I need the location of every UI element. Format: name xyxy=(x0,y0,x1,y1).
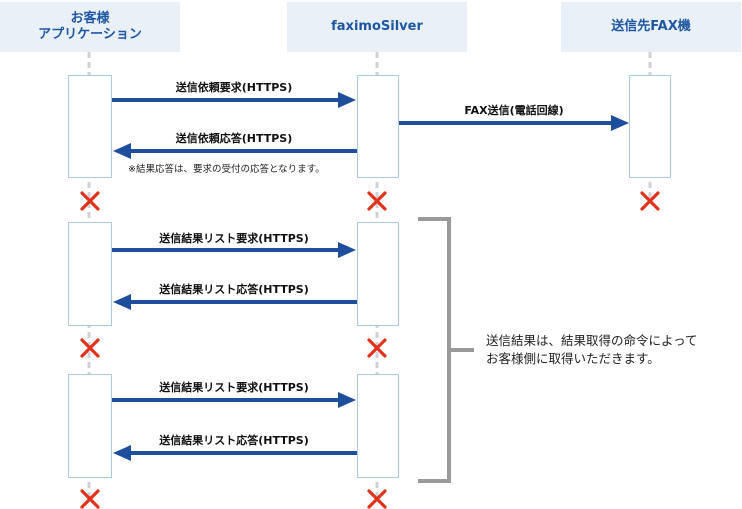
fax-actor-label: 送信先FAX機 xyxy=(611,19,691,34)
server-actor: faximoSilver xyxy=(287,2,467,52)
result-request-arrowhead-2 xyxy=(338,392,356,408)
server-actor-label: faximoSilver xyxy=(331,19,423,34)
fax-activation-1 xyxy=(629,75,671,178)
response-note: ※結果応答は、要求の受付の応答となります。 xyxy=(128,164,325,175)
client-terminate-icon-3 xyxy=(80,489,100,509)
result-response-label-1: 送信結果リスト応答(HTTPS) xyxy=(159,283,309,296)
fax-send-label: FAX送信(電話回線) xyxy=(464,104,564,117)
client-actor: お客様 アプリケーション xyxy=(0,2,180,52)
bracket-note-line1: 送信結果は、結果取得の命令によって xyxy=(486,333,698,348)
result-request-label-2: 送信結果リスト要求(HTTPS) xyxy=(159,381,309,394)
server-terminate-icon-1 xyxy=(367,191,387,211)
client-actor-line1: お客様 xyxy=(70,11,110,26)
bracket-note: 送信結果は、結果取得の命令によって お客様側に取得いただきます。 xyxy=(486,332,698,368)
server-terminate-icon-2 xyxy=(367,338,387,358)
server-activation-3 xyxy=(357,374,399,478)
client-activation-2 xyxy=(68,222,112,326)
result-response-arrowhead-2 xyxy=(113,445,131,461)
server-activation-2 xyxy=(357,222,399,326)
server-activation-1 xyxy=(357,75,399,178)
result-response-label-2: 送信結果リスト応答(HTTPS) xyxy=(159,434,309,447)
client-actor-line2: アプリケーション xyxy=(38,27,142,42)
client-activation-1 xyxy=(68,75,112,178)
result-request-arrowhead-1 xyxy=(338,242,356,258)
bracket-note-line2: お客様側に取得いただきます。 xyxy=(486,351,660,366)
result-request-label-1: 送信結果リスト要求(HTTPS) xyxy=(159,232,309,245)
fax-terminate-icon-1 xyxy=(640,191,660,211)
send-response-label: 送信依頼応答(HTTPS) xyxy=(175,132,293,145)
send-response-arrowhead xyxy=(113,143,131,159)
server-terminate-icon-3 xyxy=(367,489,387,509)
fax-actor: 送信先FAX機 xyxy=(561,2,741,52)
send-request-arrowhead xyxy=(338,92,356,108)
client-terminate-icon-2 xyxy=(80,338,100,358)
client-activation-3 xyxy=(68,374,112,478)
fax-send-arrowhead xyxy=(611,115,629,131)
result-response-arrowhead-1 xyxy=(113,294,131,310)
client-terminate-icon-1 xyxy=(80,191,100,211)
send-request-label: 送信依頼要求(HTTPS) xyxy=(175,81,293,94)
